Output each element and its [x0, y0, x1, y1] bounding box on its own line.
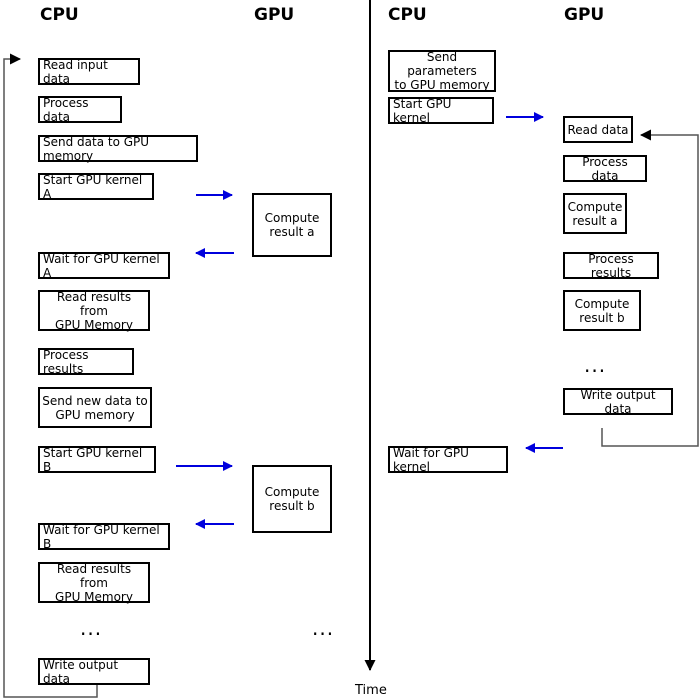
right-gpu-step-read-data: Read data — [563, 116, 633, 143]
right-gpu-step-process-data: Process data — [563, 155, 647, 183]
time-axis-label: Time — [355, 683, 387, 698]
right-gpu-step-write-output: Write output data — [563, 388, 673, 416]
left-cpu-step-write-output: Write output data — [38, 658, 150, 686]
left-cpu-header: CPU — [40, 5, 79, 25]
right-cpu-step-wait-kernel: Wait for GPU kernel — [388, 446, 508, 474]
loop-back-line-right — [601, 129, 699, 447]
left-cpu-step-process-results: Process results — [38, 348, 134, 376]
left-cpu-step-send-new-data: Send new data to GPU memory — [38, 387, 152, 428]
left-cpu-step-start-kernel-a: Start GPU kernel A — [38, 173, 154, 201]
left-cpu-step-send-data-to-gpu: Send data to GPU memory — [38, 135, 198, 163]
left-gpu-ellipsis: ... — [312, 616, 335, 640]
right-gpu-step-compute-a: Compute result a — [563, 193, 627, 234]
left-cpu-step-wait-kernel-a: Wait for GPU kernel A — [38, 252, 170, 280]
left-gpu-step-compute-b: Compute result b — [252, 465, 332, 533]
left-cpu-step-read-input-data: Read input data — [38, 58, 140, 86]
left-cpu-step-process-data: Process data — [38, 96, 122, 124]
right-gpu-step-compute-b: Compute result b — [563, 290, 641, 331]
right-cpu-step-start-kernel: Start GPU kernel — [388, 97, 494, 125]
left-cpu-step-wait-kernel-b: Wait for GPU kernel B — [38, 523, 170, 551]
left-cpu-step-read-results-1: Read results from GPU Memory — [38, 290, 150, 332]
right-cpu-header: CPU — [388, 5, 427, 25]
left-cpu-step-start-kernel-b: Start GPU kernel B — [38, 446, 156, 474]
left-gpu-header: GPU — [254, 5, 295, 25]
left-cpu-ellipsis: ... — [80, 616, 103, 640]
loop-back-line-left — [3, 53, 98, 698]
right-gpu-header: GPU — [564, 5, 605, 25]
right-gpu-ellipsis: ... — [584, 353, 607, 377]
right-gpu-step-process-results: Process results — [563, 252, 659, 280]
left-gpu-step-compute-a: Compute result a — [252, 193, 332, 257]
right-cpu-step-send-parameters: Send parameters to GPU memory — [388, 50, 496, 92]
left-cpu-step-read-results-2: Read results from GPU Memory — [38, 562, 150, 604]
